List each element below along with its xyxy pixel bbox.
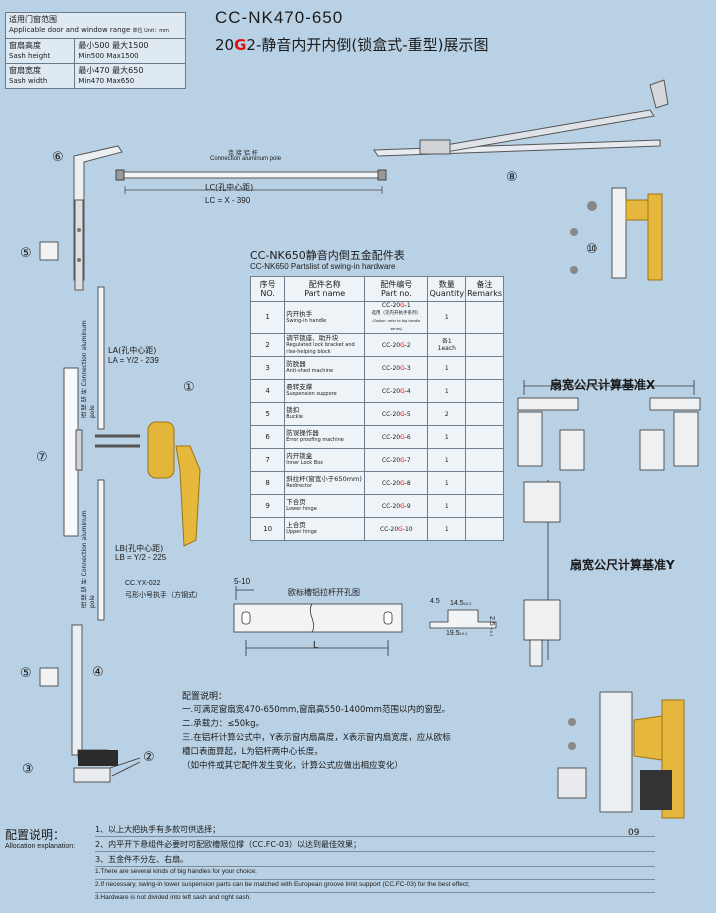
allocation-en-2: 2.If necessary, swing-in lower suspensio…	[95, 881, 470, 888]
handle-desc: 弓形小号执手（方钢式）	[125, 591, 202, 599]
dim-4-5: 4.5	[430, 598, 440, 605]
callout-5-top: ⑤	[20, 246, 32, 261]
callout-6: ⑥	[52, 150, 64, 165]
basis-y-label: 扇宽公尺计算基准Y	[570, 558, 675, 572]
lb-label: LB(孔中心距)	[115, 544, 164, 553]
allocation-en-3: 3.Hardware is not divided into left sash…	[95, 894, 252, 901]
callout-1: ①	[183, 380, 195, 395]
upper-hinge-drawing	[570, 187, 663, 281]
lc-label: LC(孔中心距)	[205, 183, 254, 192]
profile-x-drawing	[517, 380, 701, 471]
lc-formula: LC = X - 390	[205, 196, 251, 205]
length-label: L	[313, 640, 319, 651]
dim-5-10: 5-10	[234, 577, 251, 586]
callout-4: ④	[92, 665, 104, 680]
allocation-title-cn: 配置说明：	[5, 828, 66, 842]
config-line-3: 三.在铝杆计算公式中，Y表示窗内扇高度，X表示窗内扇宽度，应从欧标	[182, 733, 451, 743]
allocation-title-en: Allocation explanation:	[5, 843, 76, 850]
vert-pole-label-lb: 连 接 铝 杆 Connection aluminum pole	[81, 510, 96, 608]
pole-label-cn: 连 接 铝 杆	[228, 150, 258, 157]
vert-pole-label-la: 连 接 铝 杆 Connection aluminum pole	[81, 320, 96, 418]
divider	[95, 851, 655, 852]
config-line-5: （如中件或其它配件发生变化，计算公式应做出相应变化）	[182, 761, 404, 771]
callout-2: ②	[143, 750, 155, 765]
callout-8: ⑧	[506, 170, 518, 185]
redirector-drawing	[373, 79, 669, 157]
la-formula: LA = Y/2 - 239	[108, 356, 159, 365]
divider	[95, 892, 655, 893]
pole-label-en: Connection aluminum pole	[210, 156, 282, 162]
divider	[95, 866, 655, 867]
divider	[95, 879, 655, 880]
callout-09: 09	[628, 828, 640, 838]
lb-formula: LB = Y/2 - 225	[115, 553, 167, 562]
allocation-en-1: 1.There are several kinds of big handles…	[95, 868, 257, 875]
handle-drawing	[147, 421, 201, 547]
config-line-1: 一.可满足窗扇宽470-650mm,窗扇高550-1400mm范围以内的窗型。	[182, 705, 450, 715]
range-table: 适用门窗范围 Applicable door and window range …	[4, 12, 186, 89]
divider	[95, 836, 655, 837]
callout-7: ⑦	[36, 450, 48, 465]
la-label: LA(孔中心距)	[108, 346, 157, 355]
handle-model: CC.YX-022	[125, 580, 161, 587]
config-title: 配置说明：	[182, 692, 228, 702]
groove-title: 欧标槽铝拉杆开孔图	[288, 588, 360, 597]
dim-14-5: 14.5±0.2	[450, 600, 472, 607]
groove-drawing	[233, 586, 497, 656]
model-number: CC-NK470-650	[215, 8, 344, 27]
dim-2-5: 2.5±0.1	[488, 616, 495, 637]
allocation-cn-2: 2、内平开下悬组件必要时可配欧槽限位撑（CC.FC-03）以达到最佳效果；	[95, 840, 362, 849]
callout-5-bottom: ⑤	[20, 666, 32, 681]
parts-table-title-en: CC-NK650 Partslist of swing-in hardware	[250, 262, 396, 271]
config-line-2: 二.承载力：≤50kg。	[182, 719, 264, 729]
callout-10: ⑩	[586, 242, 598, 257]
lower-hinge-drawing	[557, 691, 685, 819]
config-line-4: 槽口表面算起，L为铝杆两中心长度。	[182, 747, 323, 757]
allocation-cn-3: 3、五金件不分左、右扇。	[95, 855, 189, 864]
page-title: 20G2-静音内开内倒(锁盒式-重型)展示图	[215, 36, 489, 54]
profile-y-drawing	[523, 480, 561, 667]
corner-drive-drawing	[73, 145, 123, 291]
dim-19-5: 19.5±0.1	[446, 630, 468, 637]
range-header: 适用门窗范围 Applicable door and window range …	[5, 12, 186, 39]
parts-table-title-cn: CC-NK650静音内倒五金配件表	[250, 249, 405, 262]
allocation-cn-1: 1、以上大把执手有多款可供选择；	[95, 825, 221, 834]
table-row: 8 斜拉杆(窗宽小于650mm)Redirector CC-20G-8 1	[249, 471, 504, 495]
basis-x-label: 扇宽公尺计算基准X	[550, 378, 656, 392]
callout-3: ③	[22, 762, 34, 777]
